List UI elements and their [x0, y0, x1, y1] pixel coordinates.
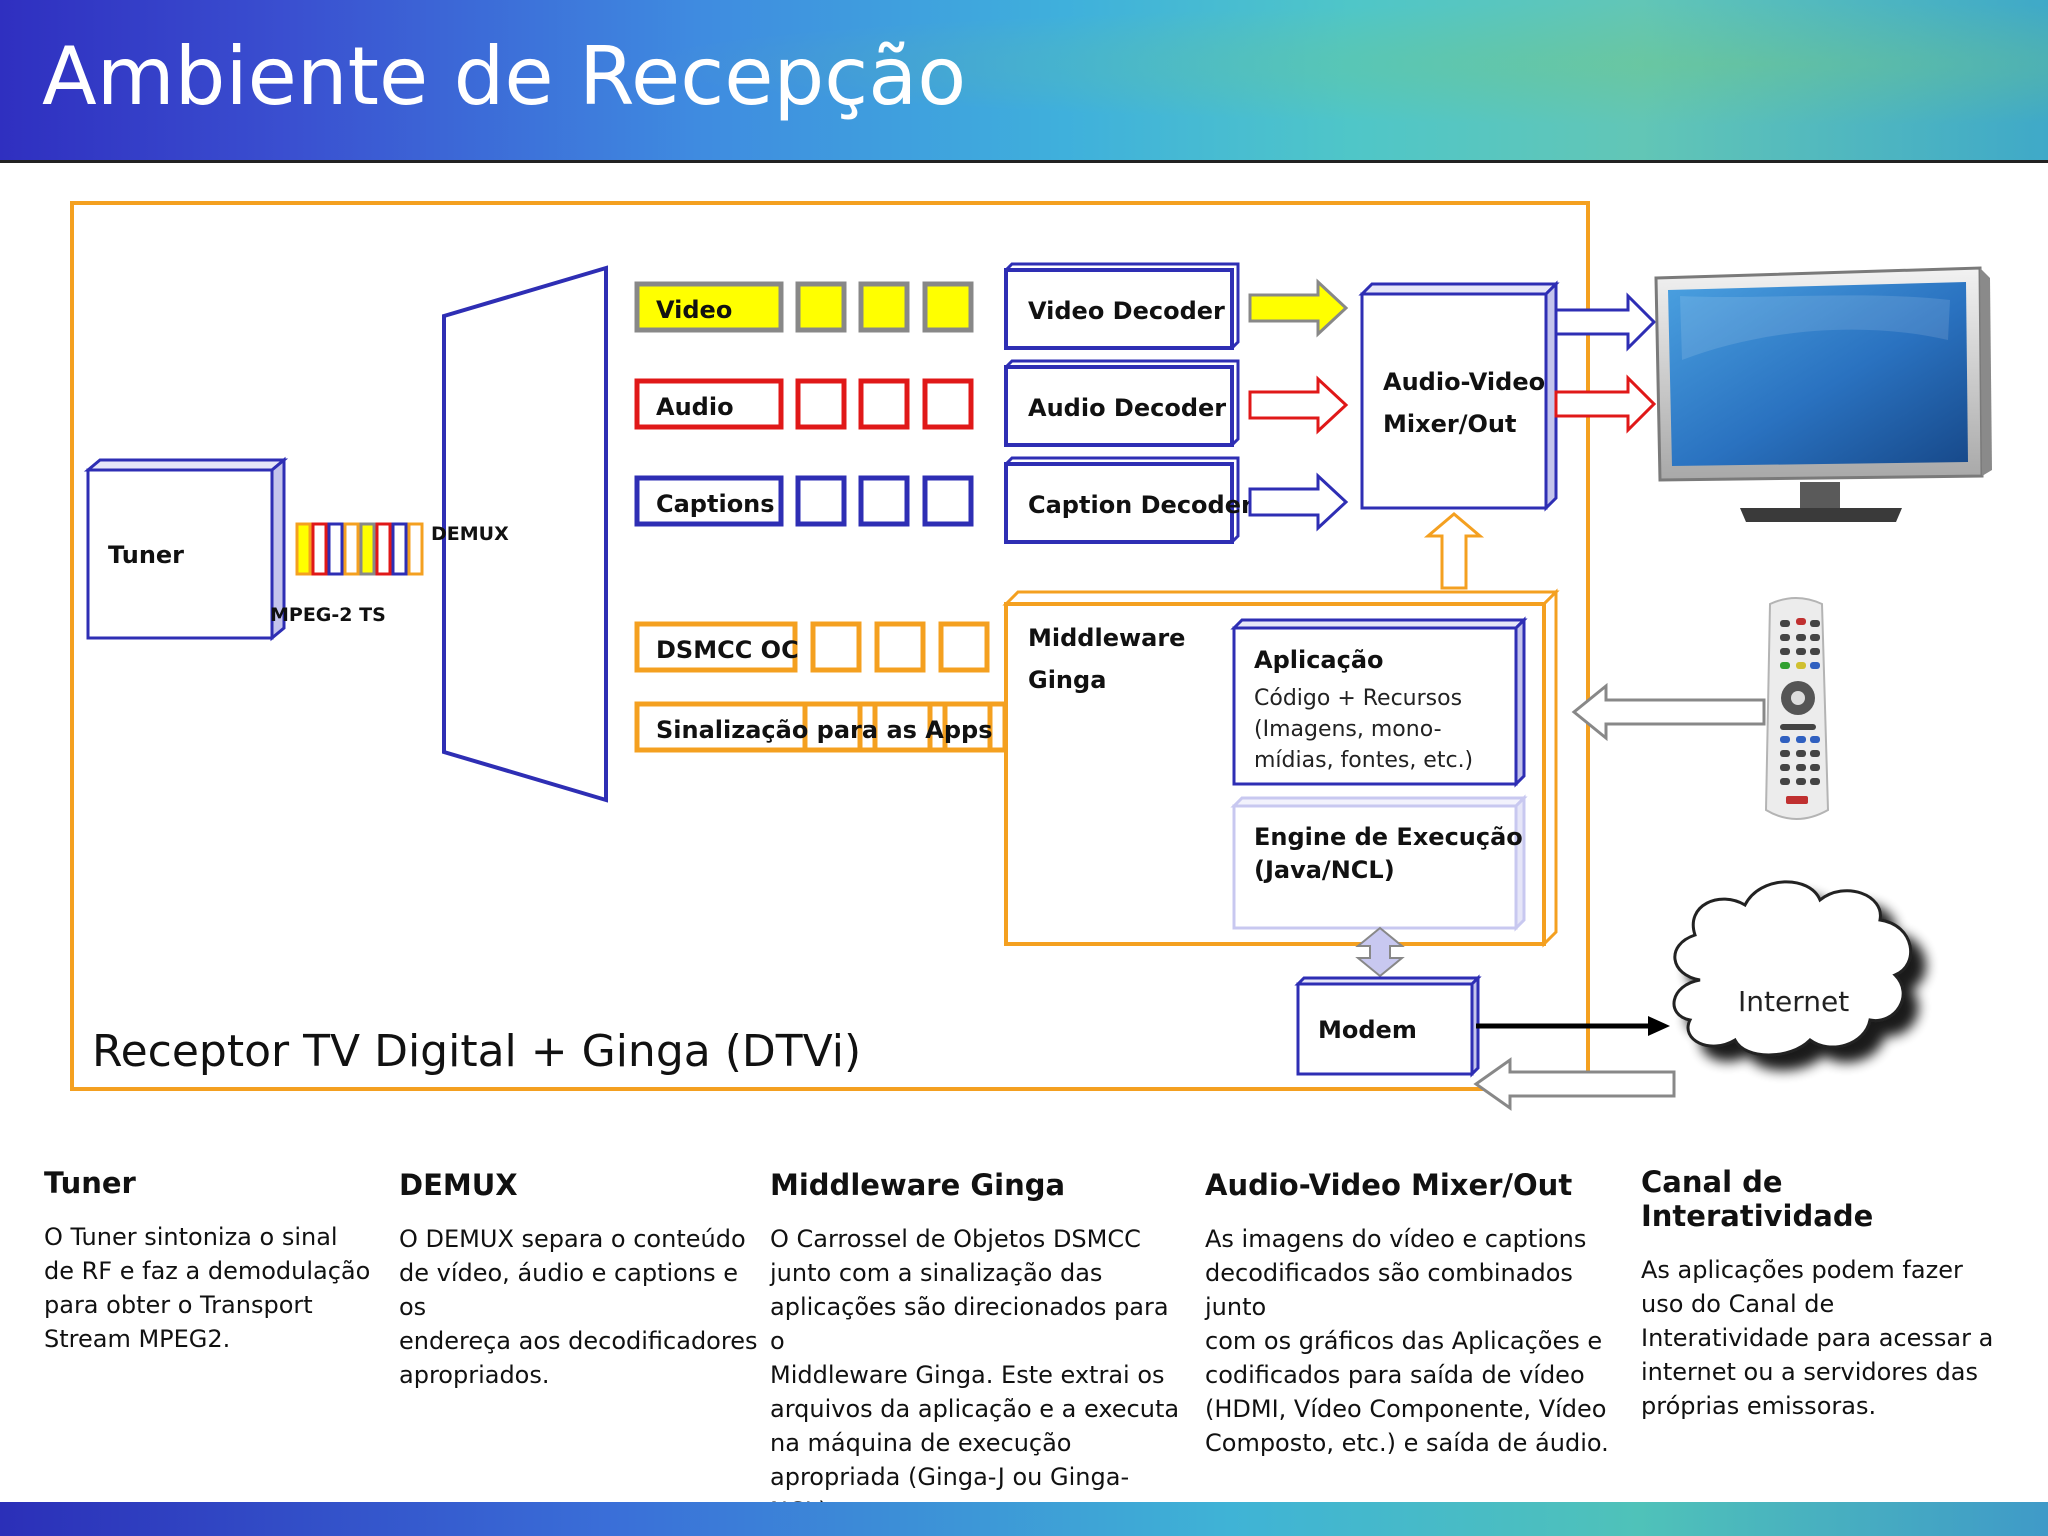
middleware-modem-arrow — [1355, 926, 1405, 978]
title-banner — [0, 0, 2048, 160]
desc-line: arquivos da aplicação e a executa — [770, 1395, 1180, 1423]
caption-decoder-label: Caption Decoder — [1028, 491, 1253, 519]
mixer-description-title: Audio-Video Mixer/Out — [1205, 1168, 1573, 1202]
mixer-audio-out-arrow — [1554, 374, 1657, 434]
tuner-label: Tuner — [108, 541, 184, 569]
desc-line: com os gráficos das Aplicações e — [1205, 1327, 1603, 1355]
desc-line: internet ou a servidores das — [1641, 1358, 1978, 1386]
desc-line: Composto, etc.) e saída de áudio. — [1205, 1429, 1609, 1457]
reception-diagram: Receptor TV Digital + Ginga (DTVi) Tuner… — [70, 201, 1992, 1111]
receiver-frame — [70, 201, 1590, 1091]
video-to-mixer-arrow — [1248, 278, 1349, 338]
desc-line: O DEMUX separa o conteúdo — [399, 1225, 746, 1253]
desc-line: apropriados. — [399, 1361, 550, 1389]
middleware-label-line1: Middleware — [1028, 624, 1185, 652]
middleware-description: Middleware Ginga O Carrossel de Objetos … — [770, 1168, 1190, 1528]
audio-decoder: Audio Decoder — [1004, 359, 1240, 447]
application-line2: (Imagens, mono- — [1254, 717, 1442, 742]
ts-label: MPEG-2 TS — [270, 604, 386, 626]
desc-line: junto com a sinalização das — [770, 1259, 1103, 1287]
middleware-to-mixer-arrow — [1423, 512, 1485, 590]
tv-monitor-icon — [1654, 266, 1992, 522]
middleware-description-text: O Carrossel de Objetos DSMCC junto com a… — [770, 1222, 1190, 1528]
audio-stream: Audio — [634, 378, 974, 430]
desc-line: de RF e faz a demodulação — [44, 1257, 371, 1285]
desc-line: para obter o Transport — [44, 1291, 313, 1319]
signaling-stream: Sinalização para as Apps — [634, 701, 1008, 753]
interactivity-description-text: As aplicações podem fazer uso do Canal d… — [1641, 1253, 2021, 1423]
audio-stream-label: Audio — [656, 393, 734, 421]
video-stream-label: Video — [656, 296, 732, 324]
video-decoder: Video Decoder — [1004, 262, 1240, 350]
av-mixer-box: Audio-Video Mixer/Out — [1358, 280, 1560, 512]
interactivity-description-title: Canal de Interatividade — [1641, 1165, 1874, 1233]
desc-line: Interatividade para acessar a — [1641, 1324, 1994, 1352]
desc-line: As aplicações podem fazer — [1641, 1256, 1963, 1284]
application-title: Aplicação — [1254, 646, 1384, 674]
desc-line: decodificados são combinados junto — [1205, 1259, 1573, 1321]
demux-block — [442, 265, 608, 803]
desc-line: O Tuner sintoniza o sinal — [44, 1223, 338, 1251]
interactivity-description: Canal de Interatividade As aplicações po… — [1641, 1165, 2021, 1423]
application-line1: Código + Recursos — [1254, 686, 1462, 711]
application-line3: mídias, fontes, etc.) — [1254, 748, 1473, 773]
desc-line: próprias emissoras. — [1641, 1392, 1877, 1420]
demux-description: DEMUX O DEMUX separa o conteúdo de vídeo… — [399, 1168, 769, 1392]
desc-line: de vídeo, áudio e captions e os — [399, 1259, 738, 1321]
engine-label-line2: (Java/NCL) — [1254, 856, 1395, 884]
mixer-description: Audio-Video Mixer/Out As imagens do víde… — [1205, 1168, 1635, 1460]
demux-label: DEMUX — [431, 523, 509, 545]
desc-line: aplicações são direcionados para o — [770, 1293, 1169, 1355]
caption-to-mixer-arrow — [1248, 472, 1349, 532]
middleware-description-title: Middleware Ginga — [770, 1168, 1066, 1202]
ts-packet-strip — [295, 522, 424, 576]
desc-line: codificados para saída de vídeo — [1205, 1361, 1585, 1389]
desc-line: apropriada (Ginga-J ou Ginga-NCL). — [770, 1463, 1130, 1525]
desc-line: Middleware Ginga. Este extrai os — [770, 1361, 1165, 1389]
middleware-label-line2: Ginga — [1028, 666, 1106, 694]
dsmcc-stream-label: DSMCC OC — [656, 636, 799, 664]
internet-label: Internet — [1738, 985, 1849, 1018]
audio-decoder-label: Audio Decoder — [1028, 394, 1226, 422]
audio-to-mixer-arrow — [1248, 375, 1349, 435]
modem-to-internet-arrowhead — [1648, 1016, 1670, 1036]
modem-box: Modem — [1294, 974, 1482, 1078]
demux-description-title: DEMUX — [399, 1168, 518, 1202]
caption-decoder: Caption Decoder — [1004, 456, 1253, 544]
tuner-description-title: Tuner — [44, 1166, 136, 1200]
mixer-video-out-arrow — [1554, 292, 1657, 352]
video-decoder-label: Video Decoder — [1028, 297, 1225, 325]
desc-line: uso do Canal de — [1641, 1290, 1835, 1318]
mixer-description-text: As imagens do vídeo e captions decodific… — [1205, 1222, 1635, 1460]
receiver-label: Receptor TV Digital + Ginga (DTVi) — [92, 1026, 861, 1077]
desc-line: O Carrossel de Objetos DSMCC — [770, 1225, 1141, 1253]
demux-description-text: O DEMUX separa o conteúdo de vídeo, áudi… — [399, 1222, 769, 1392]
desc-line: Stream MPEG2. — [44, 1325, 231, 1353]
engine-box: Engine de Execução (Java/NCL) — [1230, 794, 1528, 932]
desc-line: na máquina de execução — [770, 1429, 1072, 1457]
desc-line: endereça aos decodificadores — [399, 1327, 758, 1355]
mixer-label-line1: Audio-Video — [1383, 368, 1545, 396]
tuner-description: Tuner O Tuner sintoniza o sinal de RF e … — [44, 1166, 374, 1356]
slide-title: Ambiente de Recepção — [42, 30, 967, 123]
tuner-description-text: O Tuner sintoniza o sinal de RF e faz a … — [44, 1220, 374, 1356]
internet-to-modem-arrow — [1473, 1057, 1676, 1111]
footer-bar — [0, 1502, 2048, 1536]
mixer-label-line2: Mixer/Out — [1383, 410, 1516, 438]
captions-stream-label: Captions — [656, 490, 775, 518]
dsmcc-stream: DSMCC OC — [634, 621, 990, 673]
engine-label-line1: Engine de Execução — [1254, 823, 1523, 851]
application-box: Aplicação Código + Recursos (Imagens, mo… — [1230, 616, 1528, 788]
video-stream: Video — [634, 281, 974, 333]
desc-line: As imagens do vídeo e captions — [1205, 1225, 1587, 1253]
header-divider — [0, 160, 2048, 163]
tuner-box: Tuner — [83, 456, 289, 642]
remote-control-icon — [1764, 597, 1830, 820]
internet-cloud — [1672, 880, 1912, 1057]
remote-to-middleware-arrow — [1571, 682, 1766, 742]
captions-stream: Captions — [634, 475, 974, 527]
signaling-stream-label: Sinalização para as Apps — [656, 716, 993, 744]
modem-label: Modem — [1318, 1016, 1417, 1044]
desc-line: (HDMI, Vídeo Componente, Vídeo — [1205, 1395, 1607, 1423]
